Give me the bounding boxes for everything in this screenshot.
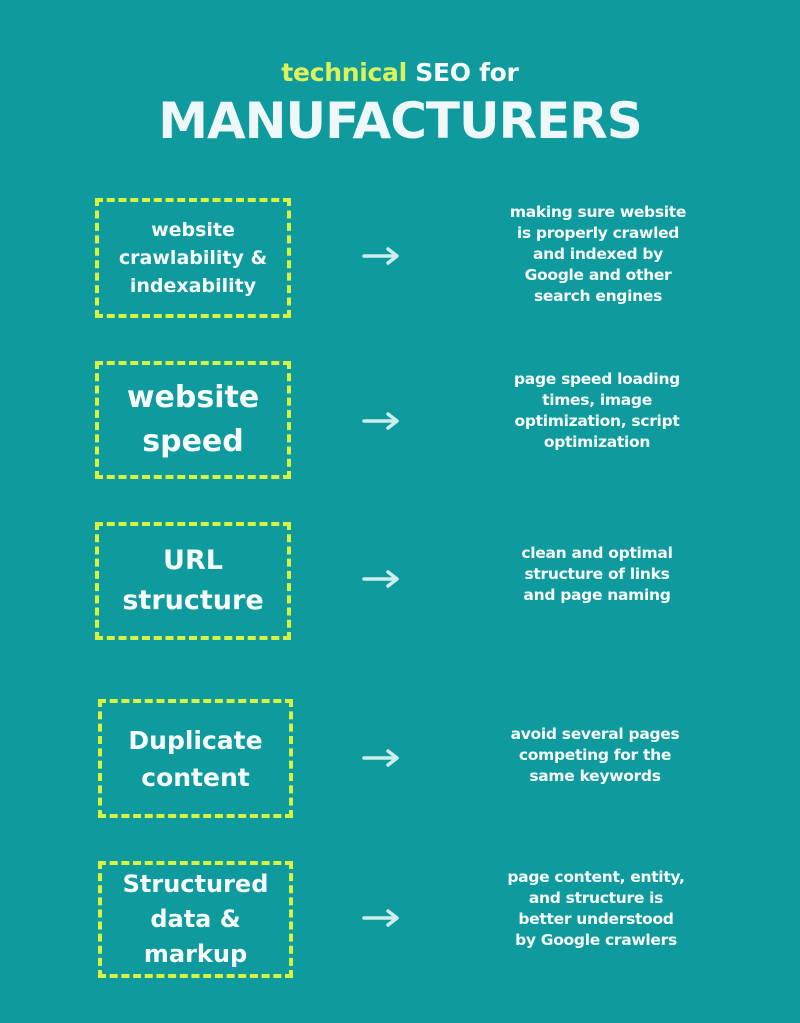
right-arrow-icon	[362, 749, 399, 767]
right-arrow-icon	[362, 909, 399, 927]
title-rest: SEO for	[415, 58, 519, 87]
title-accent: technical	[281, 58, 407, 87]
right-arrow-icon	[362, 570, 399, 588]
item-label-box: website crawlability & indexability	[95, 198, 291, 318]
item-description: making sure website is properly crawled …	[509, 203, 687, 305]
item-label: URL structure	[122, 545, 264, 616]
page-title: MANUFACTURERS	[158, 92, 643, 150]
item-label: website speed	[126, 380, 260, 459]
item-label-box: Duplicate content	[98, 699, 293, 818]
item-label: Structured data & markup	[122, 870, 269, 968]
item-description: page speed loading times, image optimiza…	[514, 370, 680, 451]
item-description: avoid several pages competing for the sa…	[510, 725, 680, 785]
subtitle: technical SEO for	[0, 58, 800, 87]
item-description: clean and optimal structure of links and…	[521, 544, 673, 604]
item-label: Duplicate content	[128, 725, 263, 792]
item-label-box: URL structure	[95, 522, 291, 640]
right-arrow-icon	[362, 247, 399, 265]
item-label: website crawlability & indexability	[118, 219, 268, 297]
item-description: page content, entity, and structure is b…	[507, 868, 685, 949]
right-arrow-icon	[362, 412, 399, 430]
item-label-box: website speed	[95, 361, 291, 479]
item-label-box: Structured data & markup	[98, 861, 293, 978]
